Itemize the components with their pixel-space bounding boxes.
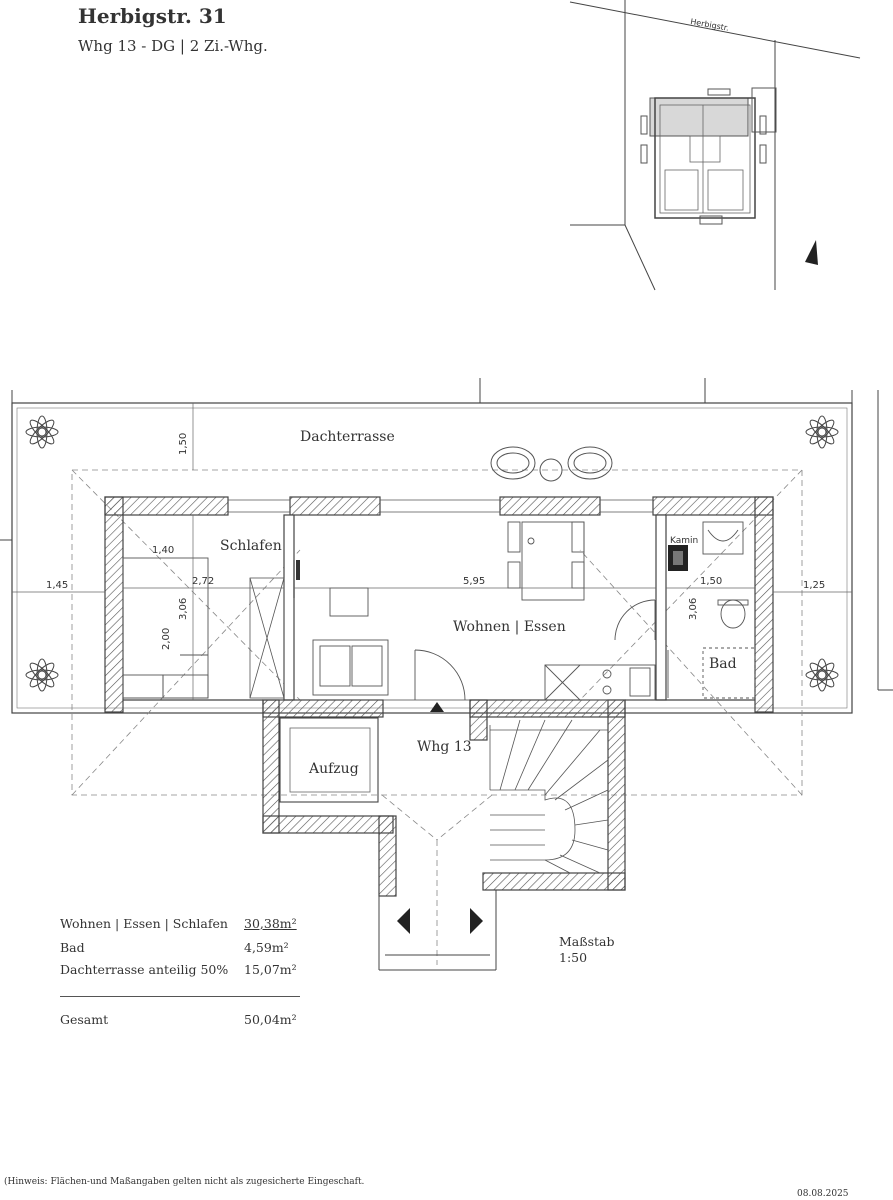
entrance-marker-icon bbox=[430, 702, 444, 712]
dim-left-terrace: 1,45 bbox=[46, 580, 68, 591]
footnote: (Hinweis: Flächen-und Maßangaben gelten … bbox=[4, 1177, 365, 1187]
scale-value: 1:50 bbox=[559, 950, 588, 965]
site-plan: Herbigstr. bbox=[569, 0, 861, 291]
room-label-living: Wohnen | Essen bbox=[453, 619, 566, 635]
dim-bed-wardrobe: 2,00 bbox=[161, 628, 172, 650]
total-value: 50,04m² bbox=[244, 1012, 297, 1027]
area-row: Bad 4,59m² bbox=[60, 940, 300, 960]
room-label-terrace: Dachterrasse bbox=[300, 429, 395, 445]
floor-plan: Dachterrasse Schlafen Wohnen | Essen Bad… bbox=[0, 378, 893, 971]
room-label-bath: Bad bbox=[709, 656, 737, 672]
dim-bath-depth: 3,06 bbox=[688, 598, 699, 620]
wardrobe bbox=[249, 577, 285, 699]
dim-right-terrace: 1,25 bbox=[803, 580, 825, 591]
room-label-bedroom: Schlafen bbox=[220, 538, 282, 554]
area-value: 30,38m² bbox=[244, 916, 297, 931]
total-label: Gesamt bbox=[60, 1012, 109, 1027]
room-label-elevator: Aufzug bbox=[308, 761, 359, 777]
terrace-furniture bbox=[490, 446, 613, 482]
area-value: 15,07m² bbox=[244, 962, 297, 977]
staircase bbox=[489, 719, 609, 874]
bathroom-fixtures bbox=[667, 521, 756, 699]
street-label: Herbigstr. bbox=[690, 17, 730, 33]
fireplace-label: Kamin bbox=[670, 536, 698, 546]
room-label-unit: Whg 13 bbox=[417, 739, 472, 755]
arrow-right-icon bbox=[470, 908, 483, 934]
kitchen bbox=[544, 664, 656, 701]
dim-bed-depth: 3,06 bbox=[178, 598, 189, 620]
area-row: Dachterrasse anteilig 50% 15,07m² bbox=[60, 962, 300, 982]
terrace-outline bbox=[11, 402, 853, 714]
arrow-left-icon bbox=[397, 908, 410, 934]
area-row: Wohnen | Essen | Schlafen 30,38m² bbox=[60, 916, 300, 936]
total-row: Gesamt 50,04m² bbox=[60, 1012, 300, 1032]
living-furniture bbox=[312, 521, 585, 696]
page-subtitle: Whg 13 - DG | 2 Zi.-Whg. bbox=[78, 37, 268, 55]
door-handle bbox=[296, 560, 300, 580]
plant-icon bbox=[25, 415, 839, 692]
dim-bed-width-b: 2,72 bbox=[192, 576, 214, 587]
table-divider bbox=[60, 996, 300, 997]
scale-info: Maßstab 1:50 bbox=[559, 934, 615, 966]
dim-living-width: 5,95 bbox=[463, 576, 485, 587]
page-title: Herbigstr. 31 bbox=[78, 4, 227, 28]
area-value: 4,59m² bbox=[244, 940, 289, 955]
dim-terrace-depth: 1,50 bbox=[178, 433, 189, 455]
dim-bath-width: 1,50 bbox=[700, 576, 722, 587]
area-label: Dachterrasse anteilig 50% bbox=[60, 962, 229, 977]
area-label: Bad bbox=[60, 940, 85, 955]
scale-label: Maßstab bbox=[559, 934, 615, 949]
elevator-shaft bbox=[279, 717, 379, 803]
dim-bed-width-a: 1,40 bbox=[152, 545, 174, 556]
area-label: Wohnen | Essen | Schlafen bbox=[60, 916, 228, 931]
date: 08.08.2025 bbox=[797, 1189, 849, 1199]
